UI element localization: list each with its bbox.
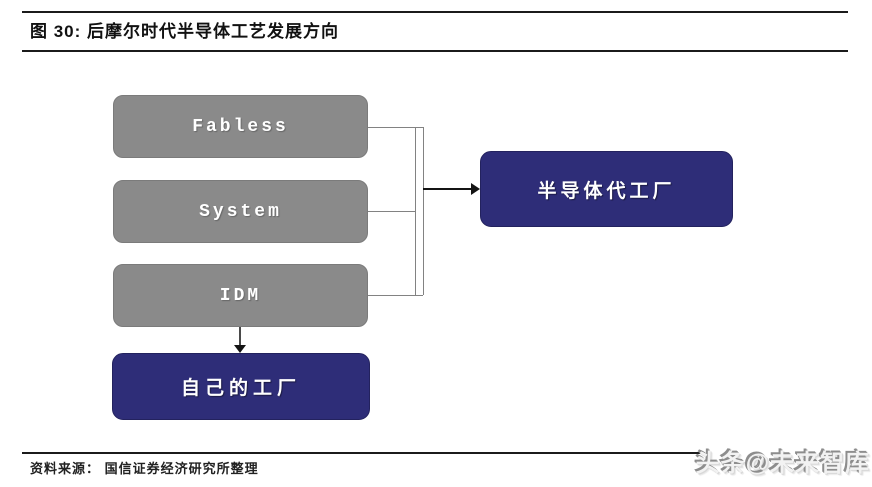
fabless-connector-line	[368, 127, 423, 128]
title-underline-rule	[22, 50, 848, 52]
figure-title: 图 30: 后摩尔时代半导体工艺发展方向	[30, 22, 340, 41]
own-factory-box-label: 自己的工厂	[180, 378, 301, 399]
foundry-arrow-shaft	[423, 188, 472, 190]
fabless-box: Fabless	[113, 95, 368, 158]
system-box: System	[113, 180, 368, 243]
system-box-label: System	[199, 201, 282, 222]
foundry-arrow-head-icon	[471, 183, 480, 195]
own-factory-arrow-head-icon	[234, 345, 246, 353]
connector-vertical-rail-right	[423, 127, 424, 295]
source-note: 资料来源： 国信证券经济研究所整理	[30, 461, 259, 476]
watermark: 头条@未来智库	[695, 450, 870, 477]
foundry-box: 半导体代工厂	[480, 151, 733, 227]
idm-box-label: IDM	[219, 285, 262, 306]
own-factory-arrow-shaft	[239, 327, 241, 346]
idm-connector-line	[368, 295, 423, 296]
idm-box: IDM	[113, 264, 368, 327]
footer-rule	[22, 452, 705, 454]
own-factory-box: 自己的工厂	[112, 353, 370, 420]
system-connector-line	[368, 211, 415, 212]
foundry-box-label: 半导体代工厂	[537, 180, 676, 202]
top-border-rule	[22, 11, 848, 13]
connector-vertical-rail-left	[415, 127, 416, 295]
fabless-box-label: Fabless	[192, 116, 289, 137]
